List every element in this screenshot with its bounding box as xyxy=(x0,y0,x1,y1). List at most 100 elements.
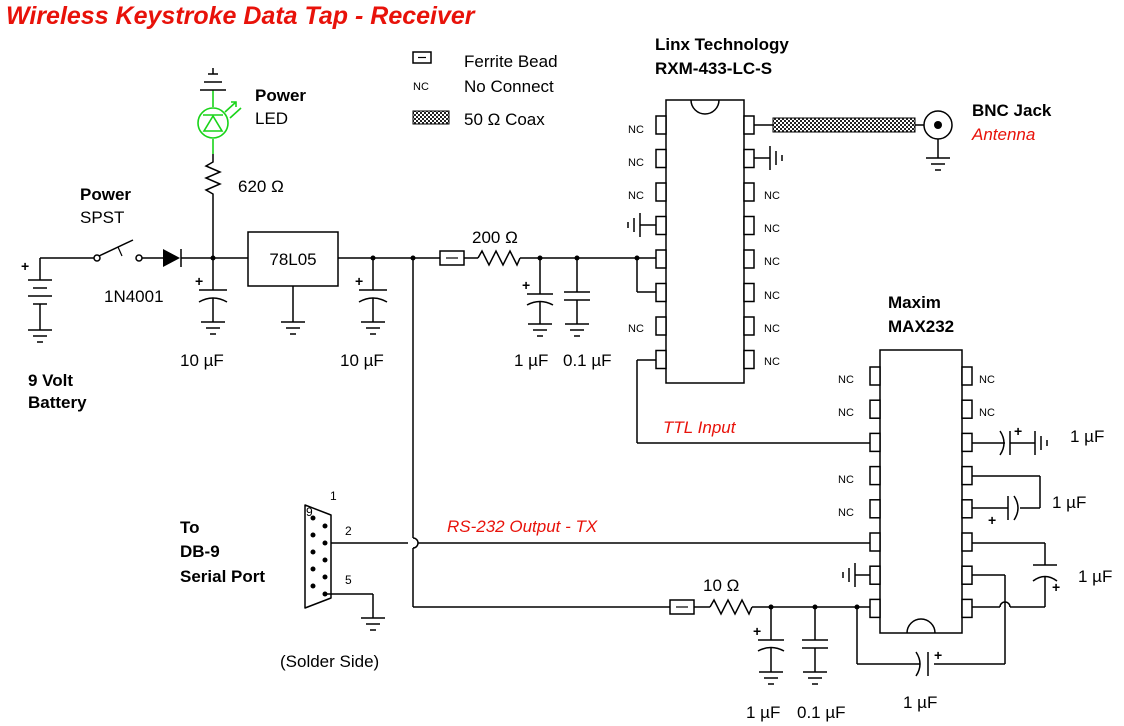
capacitor-max-1 xyxy=(972,430,1048,456)
legend-ferrite-bead-label: Ferrite Bead xyxy=(464,52,558,71)
receiver-module-maker: Linx Technology xyxy=(655,35,789,54)
cap-rx-0p1uf-label: 0.1 µF xyxy=(563,351,612,370)
max232-pin-left-1 xyxy=(869,366,881,386)
cap-rx-1uf-label: 1 µF xyxy=(514,351,548,370)
linx-pin-left-6 xyxy=(655,282,667,303)
legend-coax-symbol xyxy=(412,110,450,125)
linx-pin-left-1 xyxy=(655,115,667,135)
receiver-module-pins xyxy=(655,115,755,370)
nc-label-linx-r8: NC xyxy=(764,356,780,368)
bnc-jack-symbol xyxy=(923,110,953,171)
max232-pin-left-7 xyxy=(869,565,881,585)
cap-max-3-plus: + xyxy=(1052,579,1060,595)
nc-label-linx-l1: NC xyxy=(628,124,644,136)
db9-ground xyxy=(325,593,385,631)
resistor-10-ohm-label: 10 Ω xyxy=(703,576,739,595)
db9-pin2-label: 2 xyxy=(345,524,352,538)
nc-label-linx-r4: NC xyxy=(764,223,780,235)
nc-label-max-l5: NC xyxy=(838,507,854,519)
capacitor-max-2 xyxy=(972,475,1041,521)
capacitor-max-4 xyxy=(856,574,1006,677)
max232-pin-right-3 xyxy=(961,432,973,453)
db9-pin9-label: 9 xyxy=(306,505,313,519)
cap-max-4-plus: + xyxy=(934,647,942,663)
cap-max-3-label: 1 µF xyxy=(1078,567,1112,586)
battery-label-line1: 9 Volt xyxy=(28,371,73,390)
nc-label-max-r1: NC xyxy=(979,374,995,386)
linx-pin-left-4 xyxy=(655,215,667,236)
cap-max-supply-1uf-plus: + xyxy=(753,623,761,639)
nc-label-linx-r6: NC xyxy=(764,290,780,302)
max232-pin-right-5 xyxy=(961,499,973,519)
power-switch-label-line1: Power xyxy=(80,185,131,204)
nc-label-max-r2: NC xyxy=(979,407,995,419)
cap-max-supply-1uf-label: 1 µF xyxy=(746,703,780,722)
diode-symbol xyxy=(163,249,248,267)
max232-pin-left-4 xyxy=(869,465,881,486)
linx-pin-left-2 xyxy=(655,148,667,169)
cap-max-2-label: 1 µF xyxy=(1052,493,1086,512)
max232-ic xyxy=(879,349,963,634)
max232-pin-right-2 xyxy=(961,399,973,419)
nc-label-linx-r7: NC xyxy=(764,323,780,335)
linx-pin-right-1 xyxy=(743,115,755,135)
db9-pin1-label: 1 xyxy=(330,489,337,503)
resistor-10-ohm xyxy=(709,598,753,616)
cap-max-1-plus: + xyxy=(1014,423,1022,439)
legend-nc-abbrev: NC xyxy=(413,81,429,93)
nc-label-linx-l2: NC xyxy=(628,157,644,169)
capacitor-max-supply-0p1uf xyxy=(802,604,828,685)
max232-pin-left-5 xyxy=(869,499,881,519)
nc-label-max-l4: NC xyxy=(838,474,854,486)
capacitor-max-3 xyxy=(972,542,1058,608)
linx-pin-right-6 xyxy=(743,282,755,303)
linx-pin-right-7 xyxy=(743,316,755,336)
cap-rx-1uf-plus: + xyxy=(522,277,530,293)
max232-pin-left-3 xyxy=(869,432,881,453)
cap-reg-in-label: 10 µF xyxy=(180,351,224,370)
db9-connector xyxy=(304,504,332,609)
linx-pin-left-5 xyxy=(655,249,667,269)
battery-symbol xyxy=(28,257,95,343)
linx-pin-right-2 xyxy=(743,148,755,169)
cap-max-4-label: 1 µF xyxy=(903,693,937,712)
battery-plus-sign: + xyxy=(21,258,29,274)
max232-pin-right-8 xyxy=(961,598,973,619)
power-led-label-line2: LED xyxy=(255,109,288,128)
max232-pin-right-7 xyxy=(961,565,973,585)
coax-cable xyxy=(772,117,916,133)
receiver-module-ic xyxy=(665,99,745,384)
capacitor-rx-0p1uf xyxy=(564,255,590,337)
max232-pin-left-2 xyxy=(869,399,881,419)
capacitor-reg-out xyxy=(358,255,388,335)
diode-label: 1N4001 xyxy=(104,287,164,306)
antenna-label: Antenna xyxy=(971,125,1035,144)
regulator-78l05 xyxy=(247,231,339,287)
db9-label-line2: DB-9 xyxy=(180,542,220,561)
linx-pin-right-4 xyxy=(743,215,755,236)
cap-reg-out-label: 10 µF xyxy=(340,351,384,370)
receiver-module-part: RXM-433-LC-S xyxy=(655,59,772,78)
power-led-label-line1: Power xyxy=(255,86,306,105)
max232-pin-right-6 xyxy=(961,532,973,552)
max232-part: MAX232 xyxy=(888,317,954,336)
rs232-output-label: RS-232 Output - TX xyxy=(447,517,598,536)
nc-label-linx-l3: NC xyxy=(628,190,644,202)
nc-label-max-l1: NC xyxy=(838,374,854,386)
max232-pin-left-8 xyxy=(869,598,881,619)
linx-pin-left-8 xyxy=(655,349,667,370)
db9-label-line1: To xyxy=(180,518,200,537)
linx-pin-right-8 xyxy=(743,349,755,370)
capacitor-rx-1uf xyxy=(526,255,554,337)
power-switch-label-line2: SPST xyxy=(80,208,124,227)
diagram-title: Wireless Keystroke Data Tap - Receiver xyxy=(6,2,476,30)
linx-pin-left-7 xyxy=(655,316,667,336)
cap-reg-out-plus: + xyxy=(355,273,363,289)
max232-ground-left xyxy=(842,563,870,587)
db9-label-line3: Serial Port xyxy=(180,567,265,586)
regulator-label: 78L05 xyxy=(269,250,316,269)
bnc-jack-label: BNC Jack xyxy=(972,101,1052,120)
nc-label-linx-r3: NC xyxy=(764,190,780,202)
max232-pin-right-4 xyxy=(961,465,973,486)
